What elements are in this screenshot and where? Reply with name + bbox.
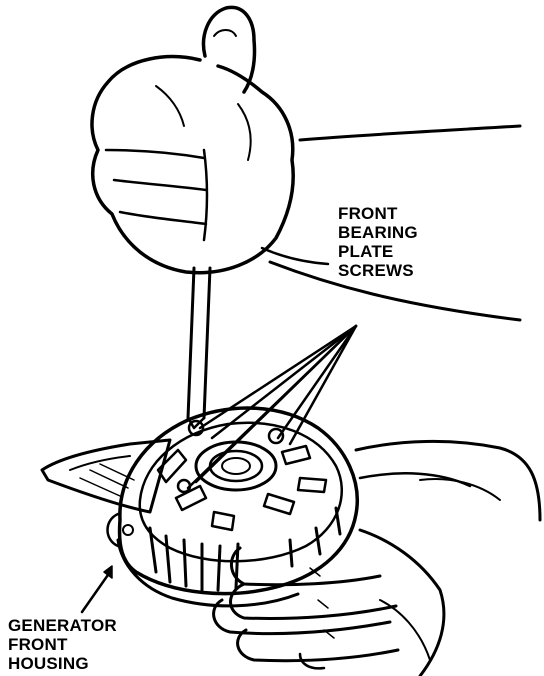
label-line: FRONT (8, 635, 68, 654)
label-line: SCREWS (338, 261, 414, 280)
hands-holding-housing (212, 439, 542, 676)
callout-leader-lines (80, 246, 358, 614)
front-bearing-plate-screws-label: FRONT BEARING PLATE SCREWS (338, 204, 418, 280)
label-line: GENERATOR (8, 616, 117, 635)
label-line: BEARING (338, 223, 418, 242)
screwdriver (186, 266, 212, 430)
generator-front-housing-label: GENERATOR FRONT HOUSING (8, 616, 117, 673)
label-line: FRONT (338, 204, 398, 223)
generator-front-housing (40, 406, 359, 608)
label-line: HOUSING (8, 654, 89, 673)
label-line: PLATE (338, 242, 394, 261)
hand-holding-screwdriver (90, 5, 522, 322)
